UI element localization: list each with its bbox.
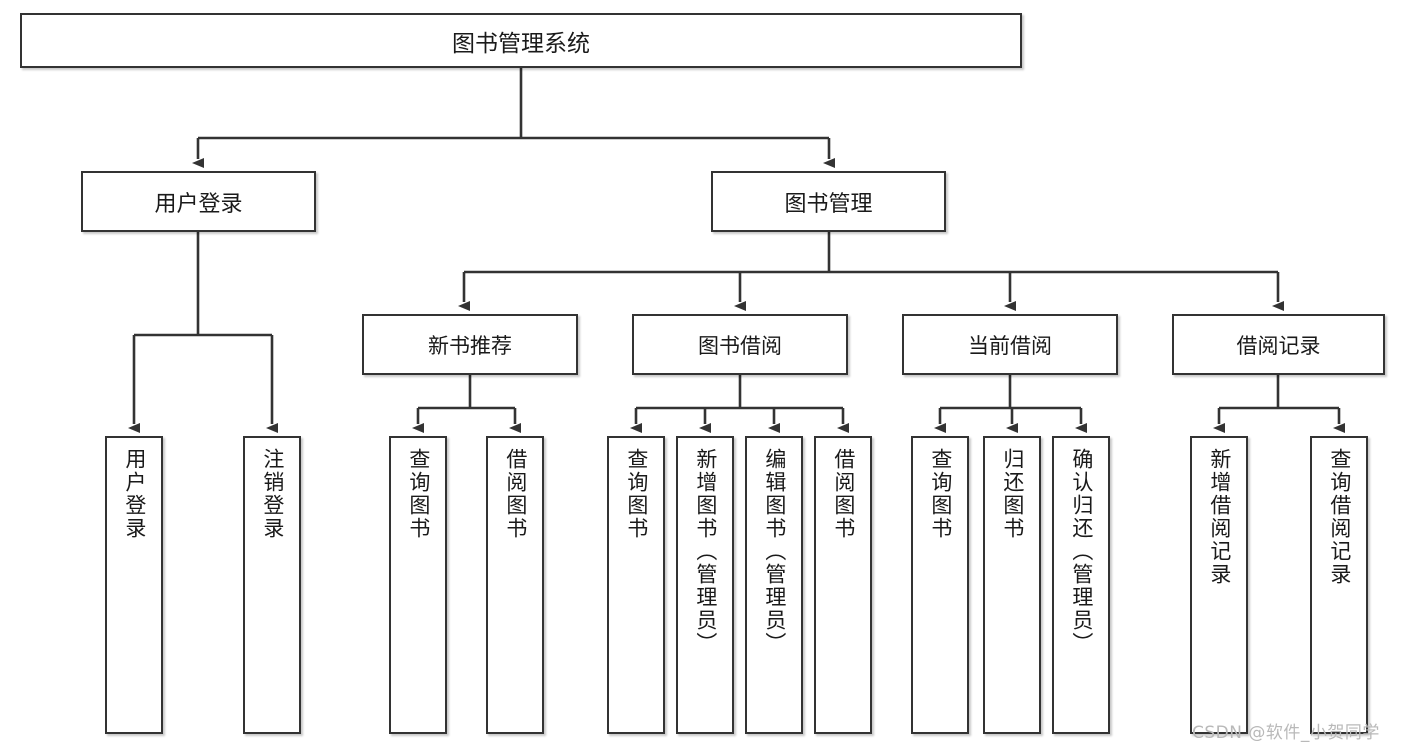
node-leaf-user-logout[interactable]: 注销登录	[243, 436, 301, 734]
node-book-borrow[interactable]: 图书借阅	[632, 314, 848, 375]
node-book-manage-label: 图书管理	[784, 191, 873, 217]
node-new-book-recommend[interactable]: 新书推荐	[362, 314, 578, 375]
node-current-borrow-label: 当前借阅	[968, 333, 1052, 358]
node-new-book-recommend-label: 新书推荐	[428, 333, 512, 358]
node-leaf-return-book-label: 归还图书	[1000, 448, 1025, 540]
node-leaf-add-book-label: 新增图书（管理员）	[693, 448, 718, 655]
node-leaf-user-login[interactable]: 用户登录	[105, 436, 163, 734]
node-user-login-label: 用户登录	[154, 191, 243, 217]
node-leaf-user-login-label: 用户登录	[122, 448, 147, 540]
node-leaf-add-book[interactable]: 新增图书（管理员）	[676, 436, 734, 734]
node-leaf-confirm-return[interactable]: 确认归还（管理员）	[1052, 436, 1110, 734]
node-leaf-user-logout-label: 注销登录	[260, 448, 285, 540]
node-borrow-record[interactable]: 借阅记录	[1172, 314, 1385, 375]
node-leaf-confirm-return-label: 确认归还（管理员）	[1069, 448, 1094, 655]
node-book-borrow-label: 图书借阅	[698, 333, 782, 358]
node-leaf-add-record[interactable]: 新增借阅记录	[1190, 436, 1248, 734]
node-leaf-borrow-book-2[interactable]: 借阅图书	[814, 436, 872, 734]
csdn-watermark: CSDN @软件_小贺同学	[1192, 723, 1380, 743]
node-leaf-borrow-book-1-label: 借阅图书	[503, 448, 528, 540]
node-leaf-query-record-label: 查询借阅记录	[1327, 448, 1352, 586]
node-leaf-query-record[interactable]: 查询借阅记录	[1310, 436, 1368, 734]
node-borrow-record-label: 借阅记录	[1236, 333, 1321, 358]
node-leaf-query-book-3-label: 查询图书	[928, 448, 953, 540]
node-leaf-query-book-3[interactable]: 查询图书	[911, 436, 969, 734]
node-leaf-borrow-book-2-label: 借阅图书	[831, 448, 856, 540]
node-current-borrow[interactable]: 当前借阅	[902, 314, 1118, 375]
node-leaf-query-book-2-label: 查询图书	[624, 448, 649, 540]
node-leaf-query-book-1-label: 查询图书	[406, 448, 431, 540]
node-leaf-edit-book[interactable]: 编辑图书（管理员）	[745, 436, 803, 734]
node-leaf-borrow-book-1[interactable]: 借阅图书	[486, 436, 544, 734]
node-user-login[interactable]: 用户登录	[81, 171, 316, 232]
node-book-manage[interactable]: 图书管理	[711, 171, 946, 232]
node-leaf-edit-book-label: 编辑图书（管理员）	[762, 448, 787, 655]
node-leaf-query-book-2[interactable]: 查询图书	[607, 436, 665, 734]
node-leaf-query-book-1[interactable]: 查询图书	[389, 436, 447, 734]
node-leaf-return-book[interactable]: 归还图书	[983, 436, 1041, 734]
node-root[interactable]: 图书管理系统	[20, 13, 1022, 68]
node-root-label: 图书管理系统	[452, 30, 590, 57]
node-leaf-add-record-label: 新增借阅记录	[1207, 448, 1232, 586]
